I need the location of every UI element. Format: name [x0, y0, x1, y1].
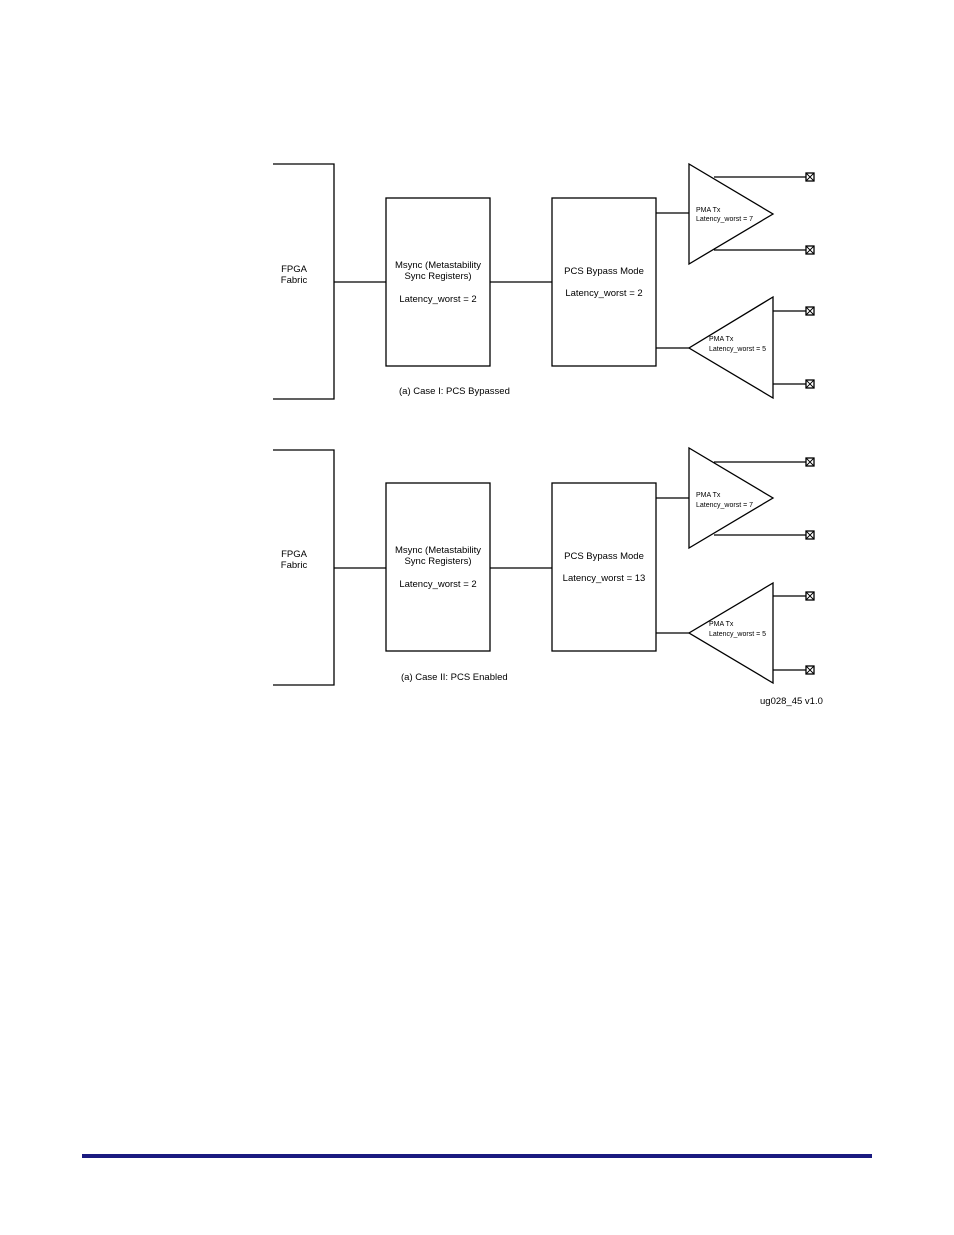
- pma-tx-top-triangle: [688, 446, 775, 550]
- pma-tx-top-triangle: [688, 162, 775, 266]
- pma-tx-top-label: PMA Tx: [696, 207, 721, 214]
- msync-latency: Latency_worst = 2: [399, 294, 476, 305]
- pad-crossed-box-icon: [805, 172, 815, 182]
- pcs-block: [551, 197, 657, 367]
- case-1-diagram: FPGA Fabric Msync (Metastability Sync Re…: [273, 162, 815, 400]
- pad-crossed-box-icon: [805, 591, 815, 601]
- pad-crossed-box-icon: [805, 379, 815, 389]
- pcs-block: [551, 482, 657, 652]
- pad-crossed-box-icon: [805, 245, 815, 255]
- footer-rule: [82, 1154, 872, 1158]
- pma-tx-bottom-latency: Latency_worst = 5: [709, 346, 766, 353]
- pcs-latency: Latency_worst = 13: [563, 573, 646, 584]
- pma-tx-top-latency: Latency_worst = 7: [696, 502, 753, 509]
- case-2-diagram: FPGA Fabric Msync (Metastability Sync Re…: [273, 446, 815, 686]
- pma-tx-top-label: PMA Tx: [696, 492, 721, 499]
- msync-latency: Latency_worst = 2: [399, 579, 476, 590]
- pad-crossed-box-icon: [805, 530, 815, 540]
- msync-label-line1: Msync (Metastability: [395, 545, 481, 556]
- pma-tx-top-latency: Latency_worst = 7: [696, 216, 753, 223]
- pcs-label: PCS Bypass Mode: [564, 266, 644, 277]
- pad-crossed-box-icon: [805, 457, 815, 467]
- msync-block: [385, 482, 491, 652]
- msync-label-line2: Sync Registers): [404, 271, 471, 282]
- pma-tx-bottom-latency: Latency_worst = 5: [709, 631, 766, 638]
- fpga-fabric-label-line1: FPGA: [281, 264, 308, 275]
- pcs-latency: Latency_worst = 2: [565, 288, 642, 299]
- pma-tx-bottom-triangle: [687, 581, 774, 685]
- pma-tx-bottom-label: PMA Tx: [709, 621, 734, 628]
- msync-label-line1: Msync (Metastability: [395, 260, 481, 271]
- msync-label-line2: Sync Registers): [404, 556, 471, 567]
- pma-tx-bottom-triangle: [687, 295, 774, 400]
- pma-tx-bottom-label: PMA Tx: [709, 336, 734, 343]
- case-2-caption: (a) Case II: PCS Enabled: [401, 672, 508, 683]
- msync-block: [385, 197, 491, 367]
- pcs-label: PCS Bypass Mode: [564, 551, 644, 562]
- fpga-fabric-label-line2: Fabric: [281, 560, 308, 571]
- fpga-fabric-label-line1: FPGA: [281, 549, 308, 560]
- fpga-fabric-label-line2: Fabric: [281, 275, 308, 286]
- pad-crossed-box-icon: [805, 665, 815, 675]
- case-1-caption: (a) Case I: PCS Bypassed: [399, 386, 510, 397]
- pad-crossed-box-icon: [805, 306, 815, 316]
- figure-id: ug028_45 v1.0: [760, 696, 823, 707]
